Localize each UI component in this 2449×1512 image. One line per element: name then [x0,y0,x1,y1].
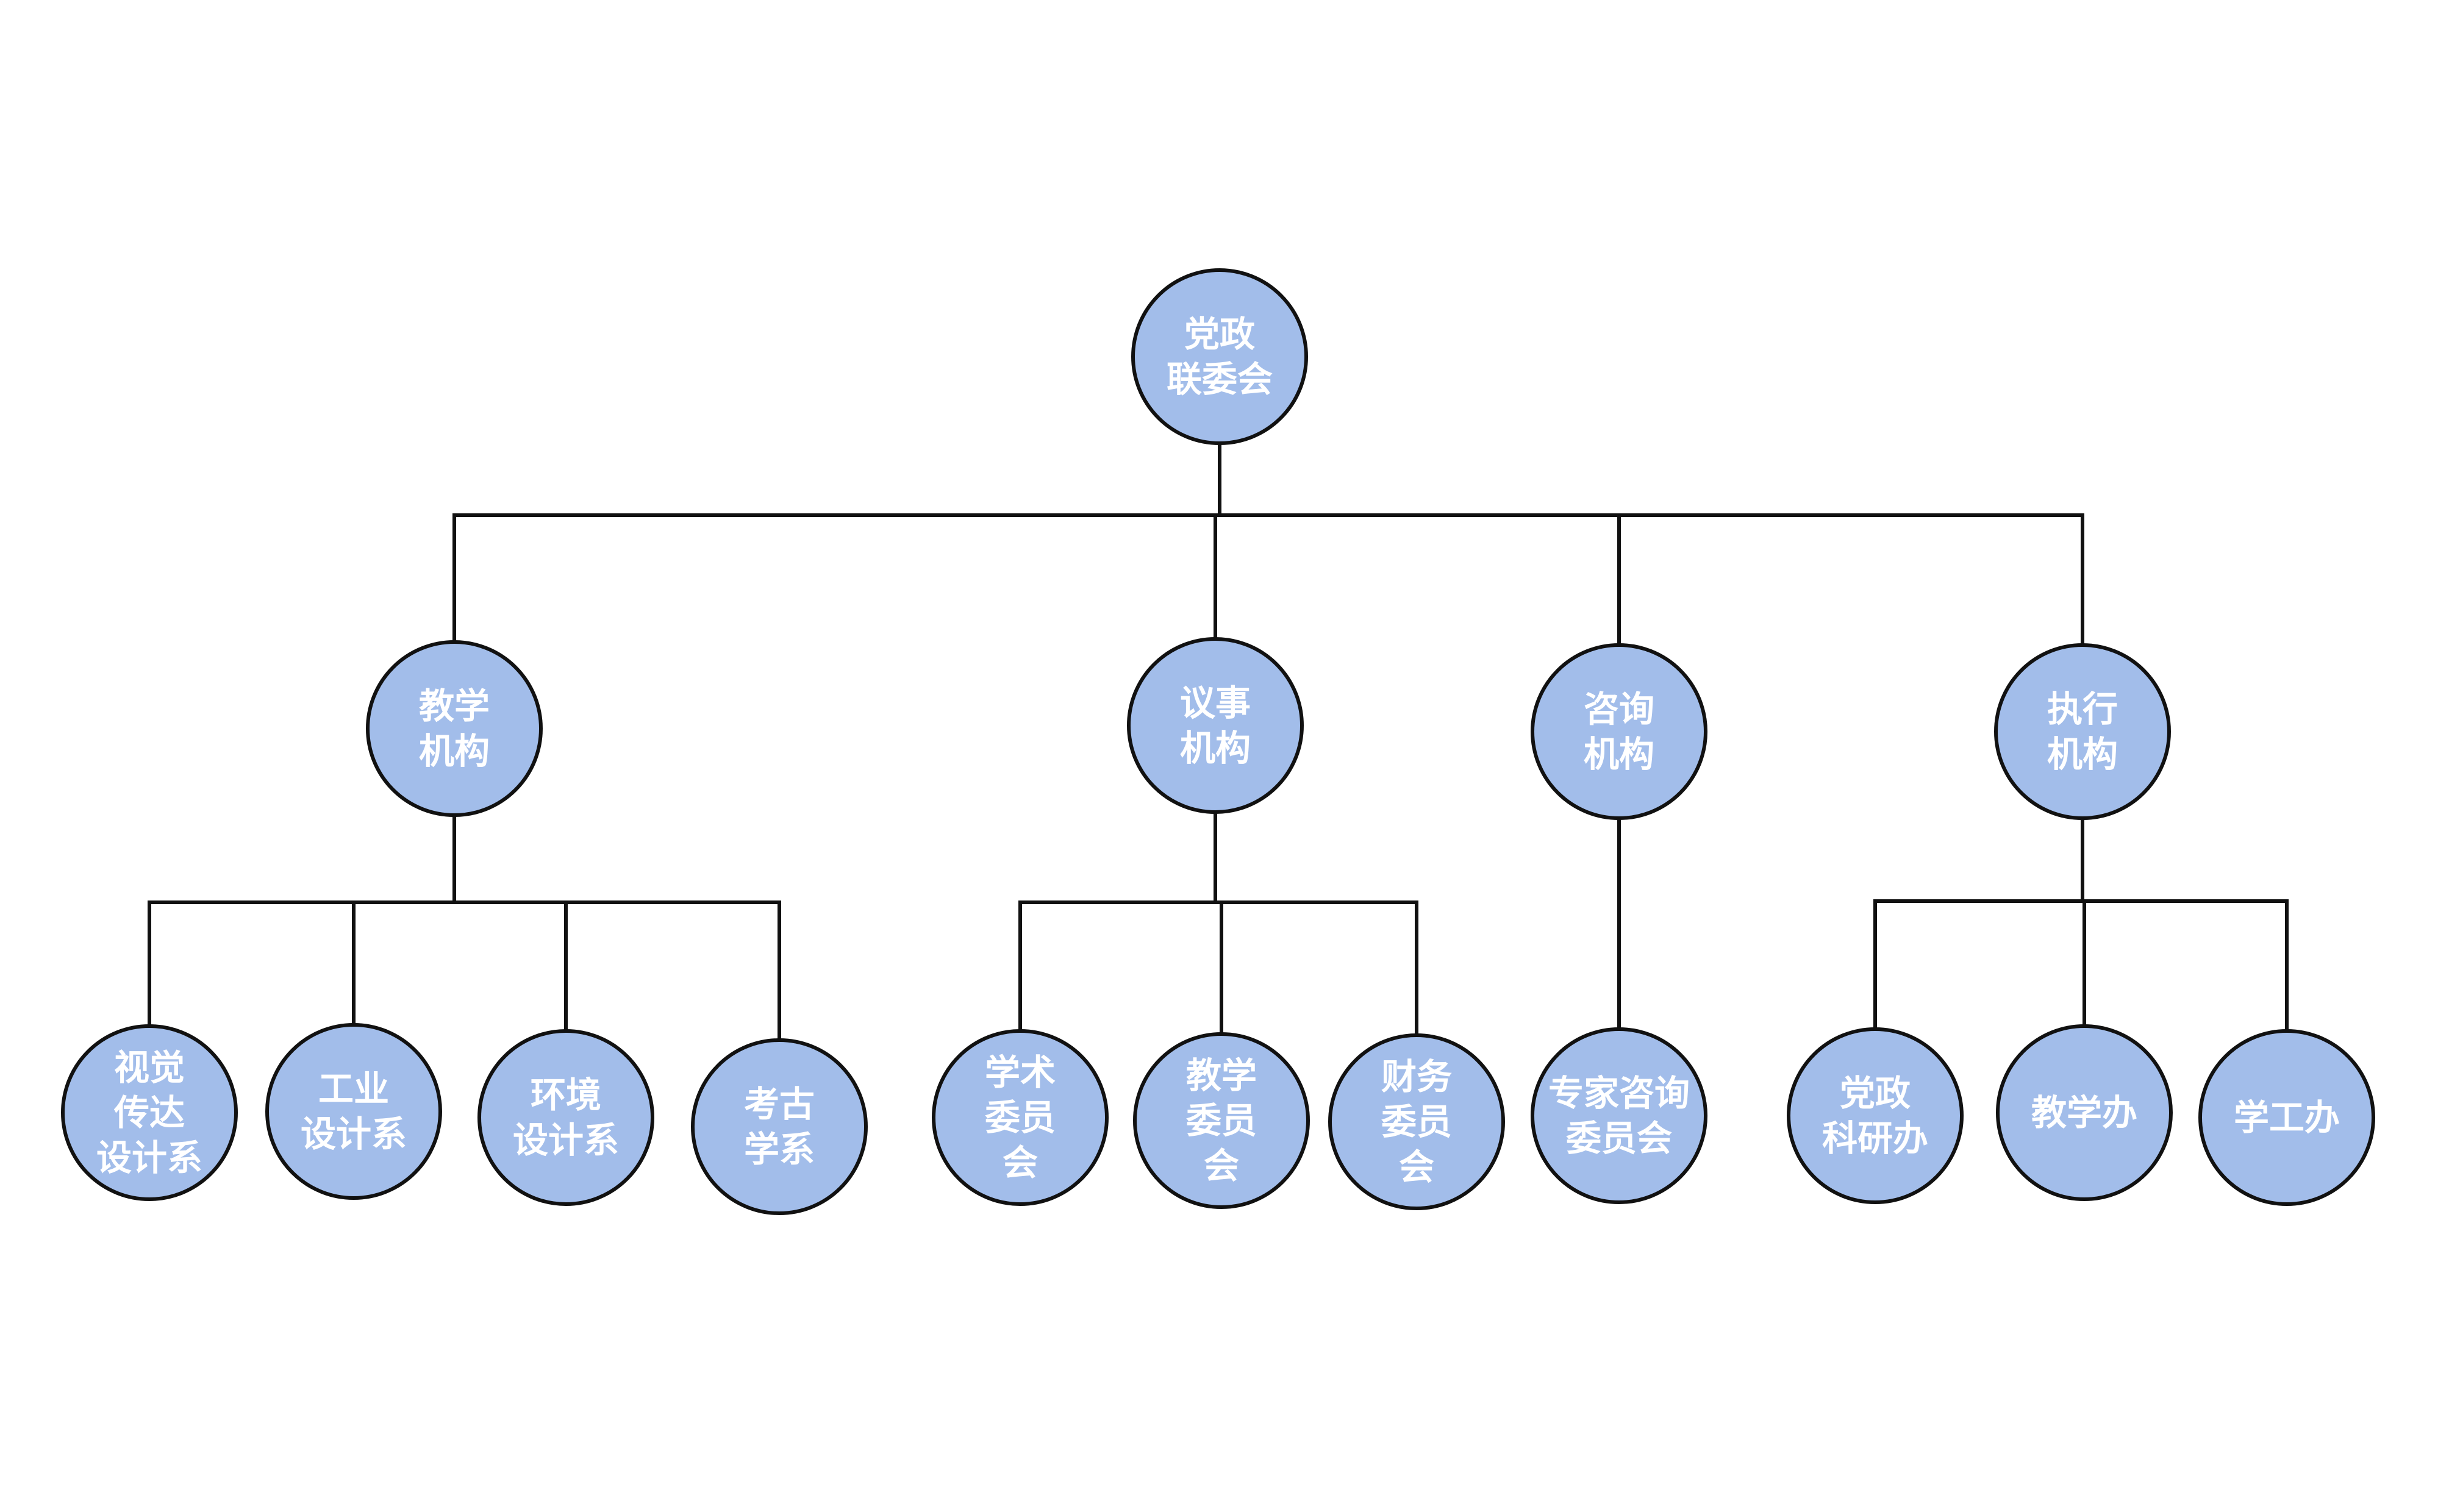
sub-unit-node-label-line: 工业 [318,1068,389,1110]
root-node-label-line: 联委会 [1167,358,1273,400]
department-node-label-line: 教学 [419,685,490,727]
sub-unit-node-circle [932,1029,1109,1206]
sub-unit-node-circle [1328,1033,1505,1210]
sub-unit-node-circle [691,1038,868,1215]
sub-unit-node-label-line: 会 [1204,1145,1239,1186]
sub-unit-node-label-line: 传达 [113,1092,185,1133]
sub-unit-node-label-line: 财务 [1381,1056,1452,1097]
sub-unit-node-label-line: 委员 [1186,1100,1257,1141]
sub-unit-node-circle [265,1023,442,1200]
department-node-label-line: 咨询 [1584,688,1654,730]
department-node-label-line: 执行 [2047,688,2118,730]
department-node-circle [366,640,543,817]
department-node-label-line: 机构 [1584,733,1654,775]
sub-unit-node-circle [1787,1027,1964,1204]
sub-unit-node-label-line: 考古 [744,1083,815,1125]
sub-unit-node-circle [477,1029,654,1206]
sub-unit-node: 教学办 [1996,1024,2173,1201]
sub-unit-node-label-line: 教学办 [2031,1092,2137,1133]
sub-unit-node-label-line: 设计系 [513,1119,619,1161]
department-node-circle [1994,643,2171,820]
sub-unit-node-label-line: 视觉 [114,1047,185,1088]
sub-unit-node-label-line: 科研办 [1822,1118,1928,1159]
department-node-circle [1531,643,1707,820]
department-node-label-line: 机构 [2047,733,2118,775]
sub-unit-node-circle [1133,1032,1310,1209]
department-node-label-line: 机构 [1180,727,1251,769]
connector-lines [148,441,2289,1042]
department-node-label-line: 机构 [419,730,490,772]
sub-unit-node-label-line: 委员 [985,1097,1056,1138]
root-node-label-line: 党政 [1184,313,1255,355]
department-node-circle [1127,637,1304,814]
sub-unit-node-circle [1531,1027,1707,1204]
sub-unit-node-circle [61,1024,238,1201]
sub-unit-node-label-line: 学工办 [2234,1097,2340,1138]
sub-unit-node-label-line: 会 [1003,1142,1038,1183]
sub-unit-node-circle [2198,1029,2375,1206]
sub-unit-node-label-line: 党政 [1840,1072,1911,1114]
sub-unit-node-label-line: 设计系 [96,1137,202,1179]
root-node-circle [1131,268,1308,445]
sub-unit-node-label-line: 专家咨询 [1548,1072,1690,1114]
sub-unit-node-label-line: 会 [1399,1146,1434,1188]
sub-unit-node-label-line: 委员会 [1566,1118,1672,1159]
department-node-label-line: 议事 [1180,682,1251,724]
sub-unit-node-label-line: 学系 [744,1129,815,1170]
sub-unit-node: 学工办 [2198,1029,2375,1206]
sub-unit-node-label-line: 教学 [1186,1055,1257,1096]
sub-unit-node-label-line: 学术 [985,1052,1056,1093]
sub-unit-node-circle [1996,1024,2173,1201]
org-nodes: 党政联委会教学机构视觉传达设计系工业设计系环境设计系考古学系议事机构学术委员会教… [61,268,2375,1215]
sub-unit-node-label-line: 委员 [1381,1101,1452,1143]
sub-unit-node-label-line: 设计系 [301,1113,407,1155]
sub-unit-node-label-line: 环境 [531,1074,601,1116]
